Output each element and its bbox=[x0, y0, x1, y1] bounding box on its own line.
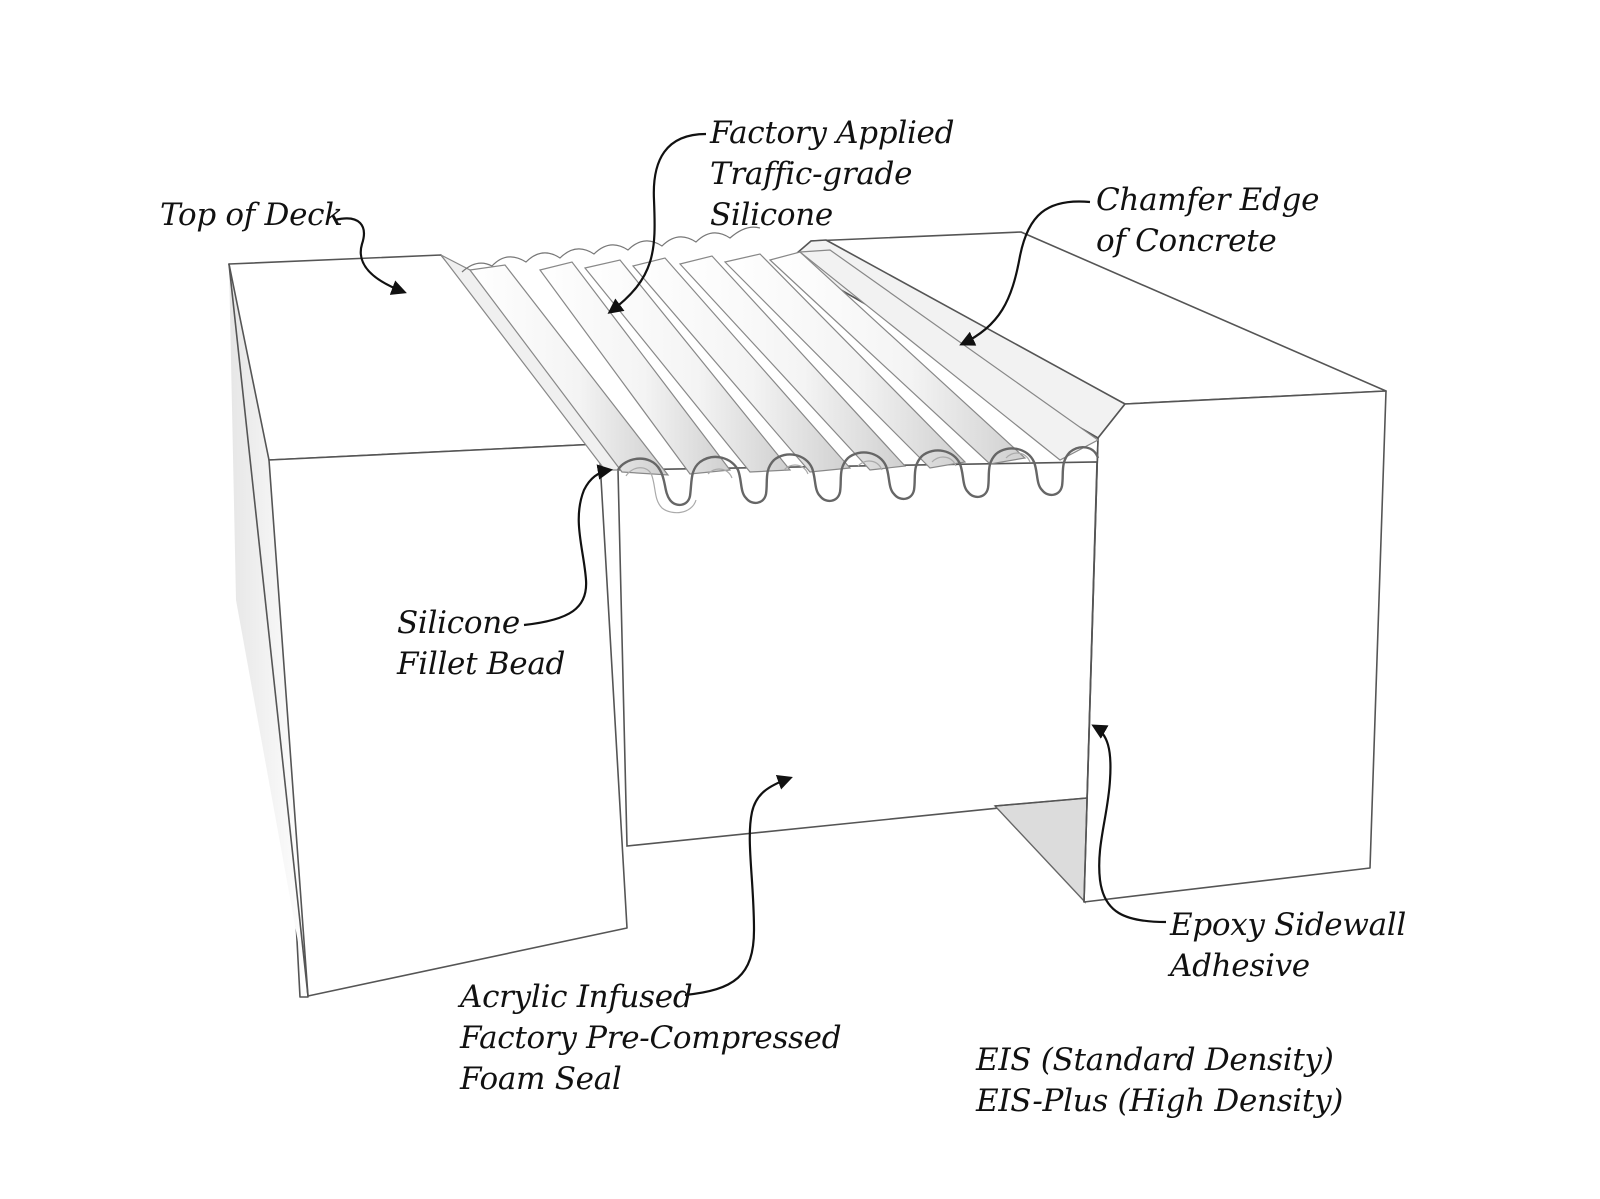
label-line: Foam Seal bbox=[460, 1061, 622, 1097]
right-concrete-block bbox=[788, 231, 1387, 903]
epoxy-shade-wedge bbox=[993, 797, 1088, 904]
bellows-profile bbox=[616, 446, 1100, 507]
leader-factory-silicone bbox=[607, 132, 707, 314]
label-chamfer-edge: Chamfer Edge of Concrete bbox=[1096, 180, 1319, 262]
leader-foam-seal bbox=[684, 774, 793, 997]
label-line: Epoxy Sidewall bbox=[1170, 907, 1406, 943]
right-block-front-face bbox=[1083, 390, 1387, 903]
label-line: Fillet Bead bbox=[397, 646, 566, 682]
label-line: Traffic-grade bbox=[710, 156, 913, 192]
foam-seal-body bbox=[617, 461, 1098, 847]
label-line: Silicone bbox=[397, 605, 520, 641]
left-block-front-face bbox=[268, 443, 628, 997]
label-line: Top of Deck bbox=[160, 197, 343, 233]
label-line: Acrylic Infused bbox=[460, 979, 693, 1015]
leader-top-of-deck bbox=[334, 217, 407, 295]
leader-lines bbox=[334, 132, 1167, 997]
silicone-ribs bbox=[440, 226, 1100, 476]
product-names: EIS (Standard Density) EIS-Plus (High De… bbox=[976, 1040, 1343, 1122]
product-name-plus: EIS-Plus (High Density) bbox=[976, 1083, 1344, 1119]
label-line: Factory Applied bbox=[710, 115, 955, 151]
label-line: Silicone bbox=[710, 197, 833, 233]
label-factory-silicone: Factory Applied Traffic-grade Silicone bbox=[710, 113, 954, 236]
label-top-of-deck: Top of Deck bbox=[160, 195, 343, 236]
leader-chamfer-edge bbox=[959, 200, 1091, 346]
product-name-standard: EIS (Standard Density) bbox=[976, 1042, 1334, 1078]
label-line: of Concrete bbox=[1096, 223, 1277, 259]
left-concrete-block bbox=[228, 254, 628, 998]
label-epoxy-adhesive: Epoxy Sidewall Adhesive bbox=[1170, 905, 1406, 987]
leader-fillet-bead bbox=[523, 464, 614, 627]
label-line: Adhesive bbox=[1170, 948, 1310, 984]
label-line: Chamfer Edge bbox=[1096, 182, 1320, 218]
label-foam-seal: Acrylic Infused Factory Pre-Compressed F… bbox=[460, 977, 842, 1100]
leader-epoxy-adhesive bbox=[1091, 724, 1167, 924]
label-line: Factory Pre-Compressed bbox=[460, 1020, 842, 1056]
label-fillet-bead: Silicone Fillet Bead bbox=[397, 603, 565, 685]
